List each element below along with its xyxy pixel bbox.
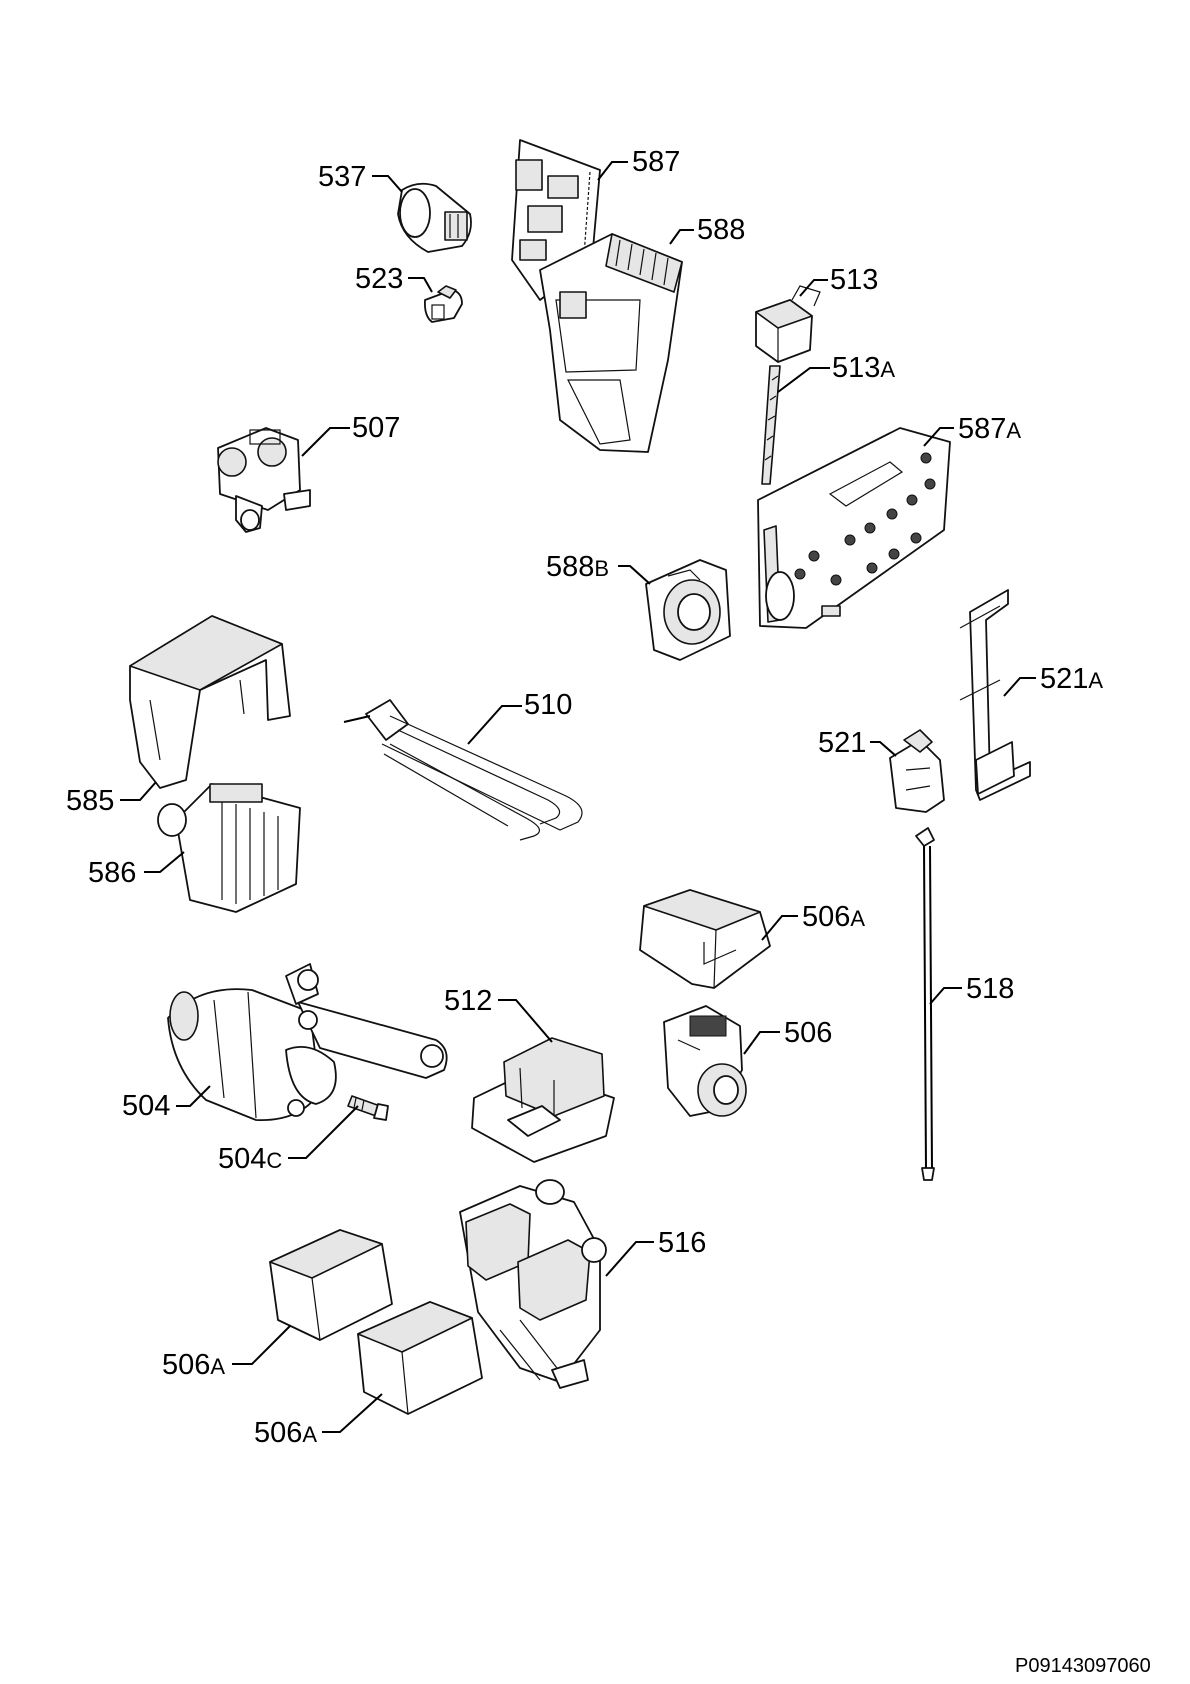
part-513A-rod[interactable] — [761, 365, 781, 485]
part-507-inlet-valve[interactable] — [217, 427, 311, 533]
label-537: 537 — [318, 161, 366, 193]
label-521A: 521A — [1040, 663, 1103, 695]
leader-537 — [372, 175, 403, 193]
label-510: 510 — [524, 689, 572, 721]
leader-510 — [467, 705, 522, 745]
leader-506A-1 — [761, 915, 798, 941]
leader-585 — [120, 781, 157, 801]
leader-506A-3 — [322, 1393, 383, 1433]
leader-516 — [605, 1241, 654, 1277]
part-523-clip[interactable] — [423, 285, 463, 323]
part-521A-bracket[interactable] — [959, 589, 1031, 801]
label-506A-3: 506A — [254, 1417, 317, 1449]
label-588B: 588B — [546, 551, 609, 583]
label-521: 521 — [818, 727, 866, 759]
leader-504C — [288, 1105, 359, 1159]
part-521-sensor[interactable] — [889, 729, 945, 813]
leader-587 — [597, 161, 628, 181]
leader-518 — [929, 987, 962, 1005]
leader-513 — [799, 279, 828, 297]
label-587A: 587A — [958, 413, 1021, 445]
leader-587A — [923, 427, 954, 447]
leader-506 — [743, 1031, 780, 1055]
leader-521 — [870, 741, 897, 757]
part-586-motor-module[interactable] — [157, 783, 301, 913]
part-587-power-board[interactable] — [511, 139, 601, 301]
leader-586 — [144, 851, 185, 873]
drawing-code: P09143097060 — [1015, 1655, 1151, 1677]
part-537-capacitor[interactable] — [397, 182, 472, 253]
label-506A-2: 506A — [162, 1349, 225, 1381]
label-523: 523 — [355, 263, 403, 295]
part-587A-display-board[interactable] — [757, 427, 951, 629]
label-586: 586 — [88, 857, 136, 889]
part-588-housing[interactable] — [539, 233, 683, 453]
part-510-heating-element[interactable] — [343, 699, 583, 841]
part-513-switch[interactable] — [755, 285, 821, 363]
leader-507 — [301, 427, 350, 457]
leader-521A — [1003, 677, 1036, 697]
leader-512 — [498, 999, 553, 1043]
part-506A-cover-middle[interactable] — [357, 1301, 483, 1415]
leader-588B — [618, 565, 651, 585]
label-513A: 513A — [832, 352, 895, 384]
part-506A-cover-left[interactable] — [269, 1229, 393, 1341]
label-506A-1: 506A — [802, 901, 865, 933]
part-504C-screw[interactable] — [347, 1095, 389, 1121]
part-512-component[interactable] — [471, 1037, 615, 1163]
leader-513A — [777, 367, 830, 393]
leader-523 — [408, 277, 433, 293]
label-513: 513 — [830, 264, 878, 296]
label-516: 516 — [658, 1227, 706, 1259]
label-504: 504 — [122, 1090, 170, 1122]
label-506: 506 — [784, 1017, 832, 1049]
label-518: 518 — [966, 973, 1014, 1005]
part-518-rod[interactable] — [915, 827, 935, 1181]
part-588B-pressure-switch[interactable] — [645, 559, 731, 661]
leader-506A-2 — [232, 1325, 291, 1365]
part-506-drain-pump[interactable] — [663, 1005, 747, 1117]
label-587: 587 — [632, 146, 680, 178]
leader-588 — [669, 229, 694, 245]
label-507: 507 — [352, 412, 400, 444]
part-516-pump-assembly[interactable] — [459, 1179, 607, 1389]
label-585: 585 — [66, 785, 114, 817]
label-588: 588 — [697, 214, 745, 246]
part-504-motor[interactable] — [167, 963, 448, 1121]
label-512: 512 — [444, 985, 492, 1017]
part-585-cover[interactable] — [129, 615, 291, 789]
leader-504 — [176, 1085, 211, 1107]
label-504C: 504C — [218, 1143, 282, 1175]
part-506A-cover-top[interactable] — [639, 889, 771, 989]
